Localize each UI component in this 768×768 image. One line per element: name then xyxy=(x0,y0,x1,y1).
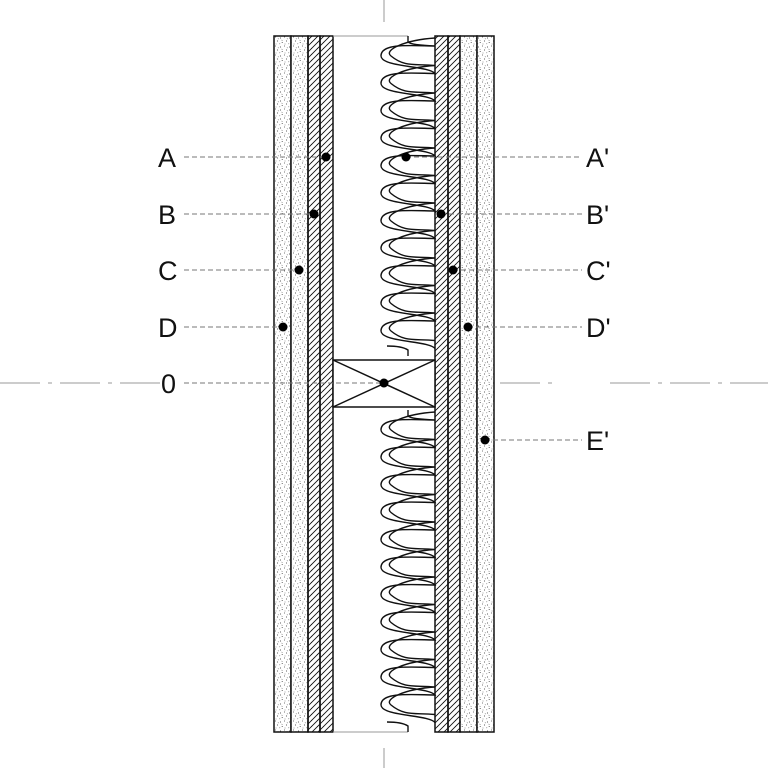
point-0 xyxy=(379,378,389,388)
left-wall-layers xyxy=(273,35,334,733)
point-C-prime xyxy=(448,265,458,275)
cavity-outline xyxy=(333,35,408,733)
left-hatched-layer-2 xyxy=(319,35,334,733)
label-D: D xyxy=(158,313,178,343)
label-E-prime: E' xyxy=(586,426,609,456)
point-A xyxy=(321,152,331,162)
label-0: 0 xyxy=(161,369,176,399)
leaders-right xyxy=(406,156,582,441)
point-C xyxy=(294,265,304,275)
insulation-upper xyxy=(380,36,437,356)
right-hatched-layer-2 xyxy=(447,35,461,733)
right-wall-layers xyxy=(434,35,495,733)
right-middle-board xyxy=(459,35,478,733)
point-D-prime xyxy=(463,322,473,332)
measurement-points xyxy=(278,152,490,445)
label-D-prime: D' xyxy=(586,313,611,343)
right-hatched-layer-1 xyxy=(434,35,449,733)
label-C: C xyxy=(158,256,178,286)
insulation-lower xyxy=(380,410,437,732)
label-B-prime: B' xyxy=(586,200,609,230)
point-B-prime xyxy=(436,209,446,219)
left-outer-board xyxy=(273,35,292,733)
label-B: B xyxy=(158,200,176,230)
point-D xyxy=(278,322,288,332)
leaders-left xyxy=(184,156,384,384)
label-C-prime: C' xyxy=(586,256,611,286)
point-E-prime xyxy=(480,435,490,445)
label-A-prime: A' xyxy=(586,143,609,173)
point-B xyxy=(309,209,319,219)
right-outer-board xyxy=(476,35,495,733)
point-A-prime xyxy=(401,152,411,162)
label-A: A xyxy=(158,143,176,173)
left-hatched-layer-1 xyxy=(307,35,321,733)
left-middle-board xyxy=(290,35,309,733)
